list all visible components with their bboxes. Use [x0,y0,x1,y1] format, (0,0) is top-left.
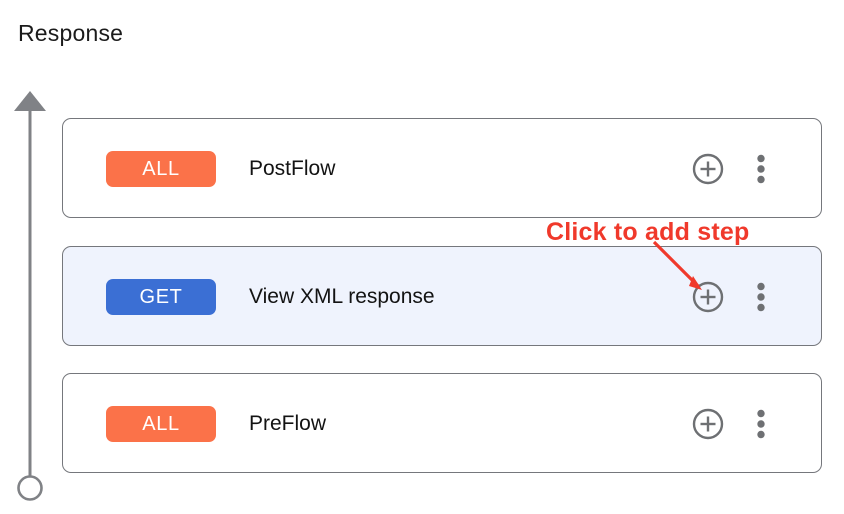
more-vertical-icon [757,282,765,312]
add-step-button-row-2[interactable] [692,281,724,313]
flow-direction-rail [0,80,62,505]
rail-arrowhead-icon [14,91,46,111]
annotation-label: Click to add step [546,218,750,246]
plus-circle-icon [692,408,724,440]
page-title: Response [18,20,124,46]
flow-row-view-xml-response[interactable]: GET View XML response [62,246,822,346]
more-vertical-icon [757,154,765,184]
plus-circle-icon [692,153,724,185]
row-options-button[interactable] [751,281,771,313]
flow-row-postflow[interactable]: ALL PostFlow [62,118,822,218]
rail-endpoint-circle-icon [17,475,43,501]
row-options-button[interactable] [751,153,771,185]
plus-circle-icon [692,281,724,313]
add-step-button[interactable] [692,408,724,440]
flow-row-label: View XML response [249,285,435,308]
flow-row-preflow[interactable]: ALL PreFlow [62,373,822,473]
row-options-button[interactable] [751,408,771,440]
method-badge: GET [106,279,216,315]
add-step-button[interactable] [692,153,724,185]
flow-row-label: PostFlow [249,157,336,180]
flow-row-label: PreFlow [249,412,327,435]
more-vertical-icon [757,409,765,439]
method-badge: ALL [106,151,216,187]
method-badge: ALL [106,406,216,442]
